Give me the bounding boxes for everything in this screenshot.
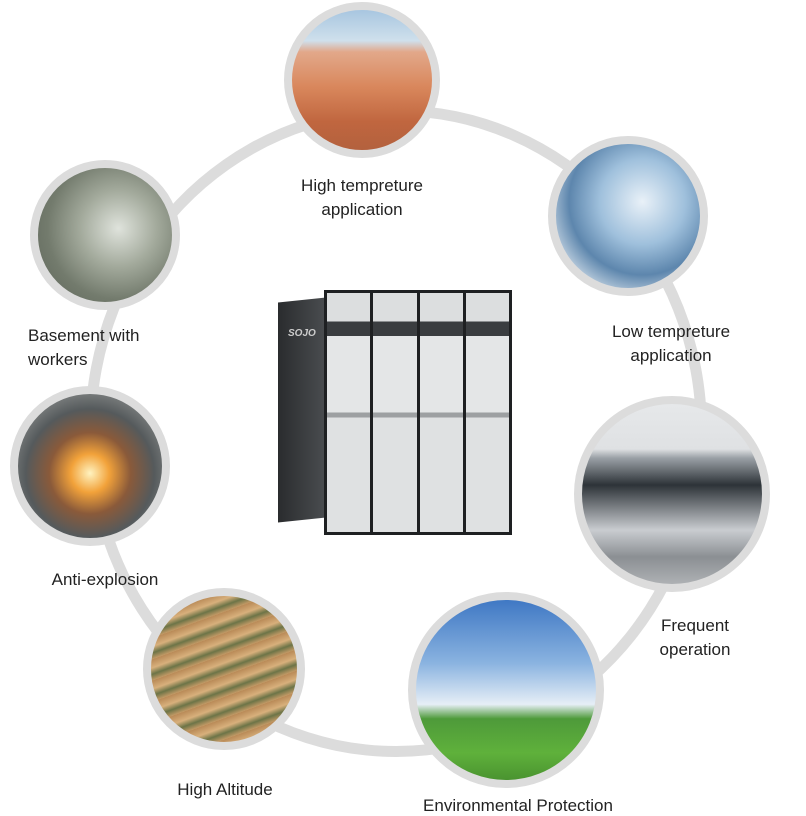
cabinet-panel bbox=[373, 293, 417, 532]
snow-forest-photo bbox=[548, 136, 708, 296]
label-low-temperature: Low tempreture application bbox=[611, 322, 731, 365]
cabinet-panel bbox=[419, 293, 463, 532]
label-frequent-operation: Frequent operation bbox=[659, 616, 731, 659]
cabinet-front bbox=[324, 290, 512, 535]
label-high-altitude: High Altitude bbox=[177, 780, 273, 799]
label-environmental-protection: Environmental Protection bbox=[423, 796, 613, 815]
fire-photo bbox=[10, 386, 170, 546]
cabinet-panel bbox=[465, 293, 509, 532]
desert-photo bbox=[284, 2, 440, 158]
tunnel-photo bbox=[30, 160, 180, 310]
cabinet-brand: SOJO bbox=[288, 328, 316, 339]
switchgear-cabinet: SOJO bbox=[278, 290, 514, 540]
green-field-photo bbox=[408, 592, 604, 788]
label-high-temperature: High tempreture application bbox=[301, 176, 423, 219]
label-anti-explosion: Anti-explosion bbox=[51, 570, 159, 589]
cabinet-panel bbox=[327, 293, 371, 532]
terraced-hills-photo bbox=[143, 588, 305, 750]
substation-photo bbox=[574, 396, 770, 592]
label-basement-workers: Basement with workers bbox=[28, 326, 140, 369]
